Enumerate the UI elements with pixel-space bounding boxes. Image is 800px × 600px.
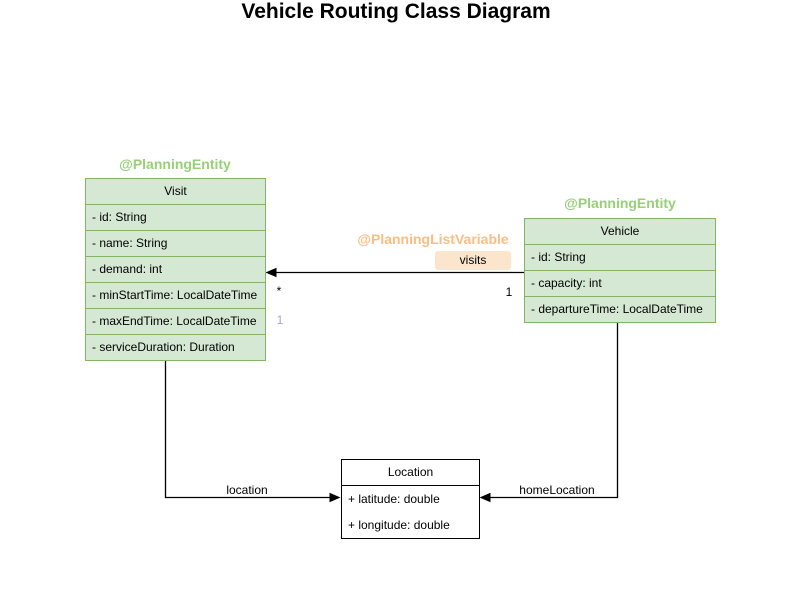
visits-edge-label: visits (435, 251, 511, 270)
visit-attribute-serviceduration: - serviceDuration: Duration (92, 340, 235, 354)
vehicle-class-box[interactable]: Vehicle - id: String - capacity: int - d… (524, 218, 716, 323)
vehicle-class-name: Vehicle (525, 219, 715, 245)
location-edge-line (164, 361, 331, 499)
visits-multiplicity-one: 1 (505, 285, 513, 299)
planning-list-variable-annotation: @PlanningListVariable (357, 231, 509, 247)
location-attribute-latitude: + latitude: double (348, 492, 440, 506)
visits-edge-arrowhead-icon (265, 267, 277, 278)
homelocation-edge-label: homeLocation (519, 483, 595, 497)
visits-multiplicity-star: * (276, 284, 282, 298)
location-class-name: Location (342, 460, 479, 486)
homelocation-edge-line (489, 323, 619, 499)
visit-planning-entity-annotation: @PlanningEntity (119, 156, 231, 172)
location-class-box[interactable]: Location + latitude: double + longitude:… (341, 459, 480, 539)
visit-attribute-demand: - demand: int (86, 257, 265, 283)
homelocation-edge-arrowhead-icon (479, 492, 491, 503)
visit-attribute-minstarttime: - minStartTime: LocalDateTime (86, 283, 265, 309)
visit-class-box[interactable]: Visit - id: String - name: String - dema… (85, 178, 266, 361)
visit-attribute-name: - name: String (86, 231, 265, 257)
visit-attribute-id: - id: String (86, 205, 265, 231)
location-attribute-longitude: + longitude: double (348, 518, 450, 532)
location-edge-arrowhead-icon (329, 492, 341, 503)
location-edge-label: location (226, 483, 268, 497)
visit-attribute-maxendtime: - maxEndTime: LocalDateTime (86, 309, 265, 335)
vehicle-attribute-capacity: - capacity: int (525, 271, 715, 297)
vehicle-attribute-id: - id: String (525, 245, 715, 271)
vehicle-attribute-departuretime: - departureTime: LocalDateTime (531, 302, 703, 316)
vehicle-planning-entity-annotation: @PlanningEntity (564, 195, 676, 211)
diagram-title: Vehicle Routing Class Diagram (241, 0, 551, 23)
visits-muted-marker: 1 (276, 313, 284, 327)
visit-class-name: Visit (86, 179, 265, 205)
